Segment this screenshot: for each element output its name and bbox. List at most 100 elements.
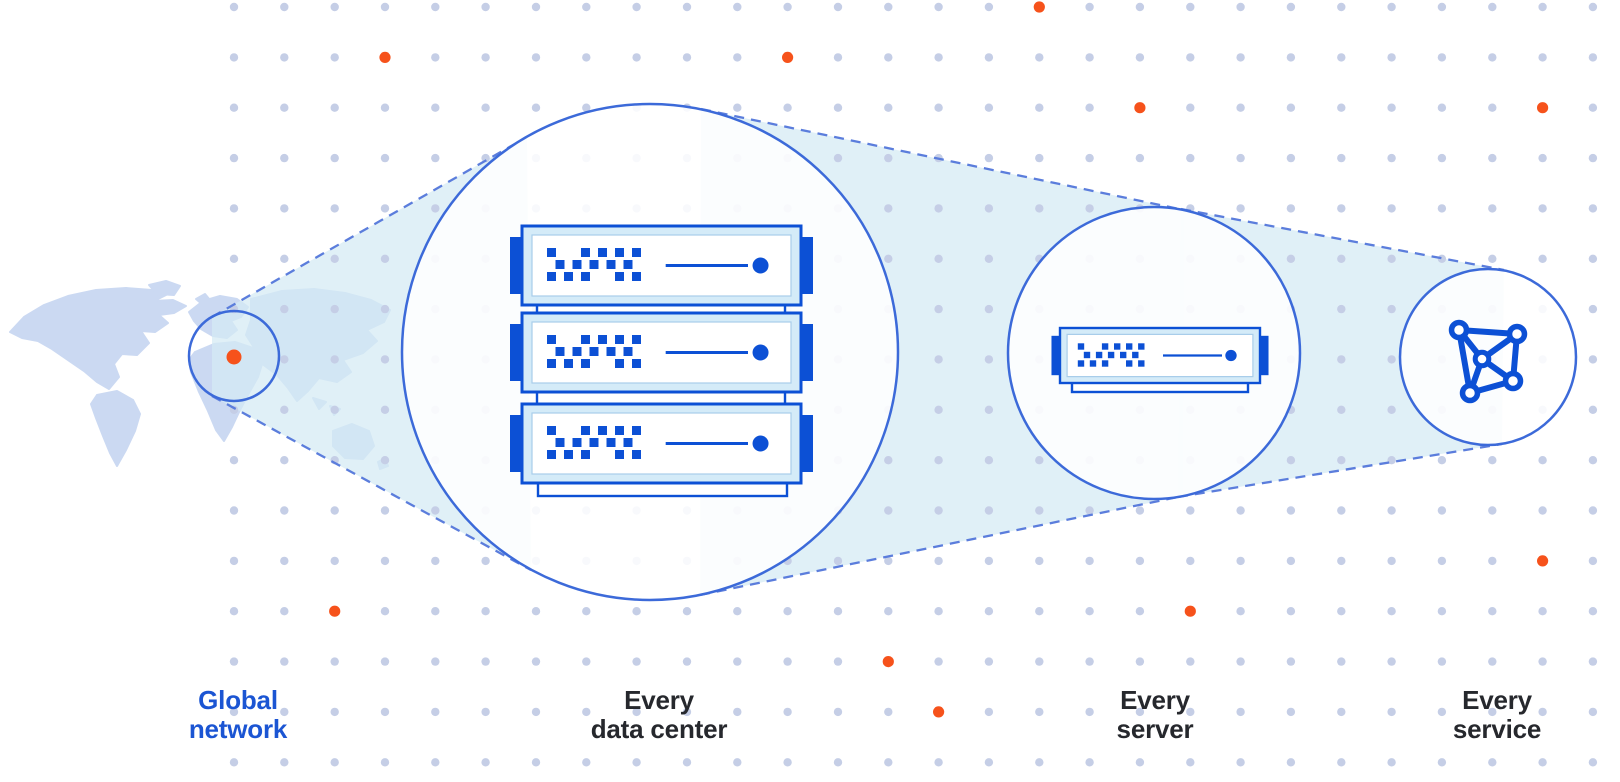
grid-dot — [1387, 657, 1396, 666]
vent-square — [1132, 351, 1139, 359]
grid-dot — [1186, 758, 1195, 767]
grid-dot-orange — [1033, 1, 1045, 13]
grid-dot — [833, 153, 843, 163]
grid-dot — [1387, 758, 1396, 767]
grid-dot — [431, 556, 440, 566]
continent-greenland — [148, 280, 181, 296]
grid-dot — [280, 556, 289, 566]
grid-dot — [1437, 707, 1447, 717]
grid-dot — [1085, 758, 1094, 767]
dash-upper-2 — [700, 107, 1185, 212]
grid-dot — [330, 53, 339, 62]
grid-dot — [1488, 153, 1497, 163]
grid-dot — [1387, 456, 1396, 465]
grid-dot — [682, 53, 692, 62]
grid-dot — [229, 707, 239, 717]
grid-dot — [1337, 103, 1346, 112]
grid-dot — [1337, 153, 1346, 163]
grid-dot — [934, 506, 943, 515]
grid-dot — [330, 657, 339, 666]
server-faceplate — [531, 321, 792, 384]
grid-dot — [884, 204, 893, 213]
grid-dot — [1538, 53, 1547, 62]
grid-dot — [380, 2, 390, 12]
vent-square — [572, 347, 582, 356]
grid-dot — [934, 607, 943, 616]
grid-dot — [1286, 2, 1296, 12]
grid-dot — [1035, 607, 1044, 616]
grid-dot — [380, 657, 390, 666]
grid-dot — [1085, 707, 1094, 717]
grid-dot — [1488, 556, 1497, 566]
grid-dot — [1286, 53, 1296, 62]
grid-dot — [984, 103, 994, 112]
grid-dot — [229, 103, 239, 112]
grid-dot — [1236, 53, 1245, 62]
grid-dot — [1538, 153, 1547, 163]
grid-dot — [884, 607, 893, 616]
server-left-tab — [1051, 335, 1063, 376]
grid-dot — [1387, 304, 1396, 314]
vent-square — [547, 272, 556, 281]
grid-dot — [1588, 254, 1598, 263]
grid-dot — [1588, 304, 1598, 314]
grid-dot — [884, 103, 893, 112]
grid-dot — [1186, 657, 1195, 666]
grid-dot — [431, 657, 440, 666]
grid-dot — [1085, 657, 1094, 666]
grid-dot — [229, 53, 239, 62]
grid-dot — [984, 707, 994, 717]
grid-dot — [1387, 556, 1396, 566]
grid-dot — [632, 758, 641, 767]
grid-dot — [632, 657, 641, 666]
grid-dot — [984, 254, 994, 263]
grid-dot — [1286, 153, 1296, 163]
grid-dot — [1286, 103, 1296, 112]
grid-dot — [330, 506, 339, 515]
grid-dot — [934, 204, 943, 213]
vent-square — [1114, 343, 1121, 350]
vent-square — [1107, 351, 1115, 359]
grid-dot — [481, 103, 490, 112]
grid-dot — [1236, 707, 1245, 717]
grid-dot — [934, 254, 943, 263]
continent-south-america — [90, 390, 141, 467]
grid-dot — [280, 254, 289, 263]
grid-dot — [1286, 456, 1296, 465]
grid-dot — [884, 53, 893, 62]
network-node-center — [1472, 349, 1492, 369]
grid-dot — [884, 707, 893, 717]
grid-dot — [984, 405, 994, 414]
grid-dot — [280, 355, 289, 364]
grid-dot — [1286, 556, 1296, 566]
vent-square — [615, 248, 624, 257]
vent-square — [1138, 343, 1145, 350]
grid-dot — [984, 153, 994, 163]
grid-dot — [1437, 657, 1447, 666]
grid-dot — [984, 53, 994, 62]
vent-square — [1120, 351, 1127, 359]
grid-dot — [1387, 204, 1396, 213]
grid-dot — [833, 2, 843, 12]
grid-dot — [1588, 53, 1598, 62]
grid-dot — [531, 2, 541, 12]
grid-dot — [1035, 153, 1044, 163]
grid-dot — [934, 657, 943, 666]
grid-dot-orange — [329, 605, 341, 617]
grid-dot — [1387, 355, 1396, 364]
grid-dot — [1186, 53, 1195, 62]
grid-dot — [380, 456, 390, 465]
grid-dot — [833, 758, 843, 767]
grid-dot — [229, 506, 239, 515]
grid-dot — [1286, 707, 1296, 717]
grid-dot — [1337, 456, 1346, 465]
grid-dot — [1035, 456, 1044, 465]
grid-dot — [229, 2, 239, 12]
grid-dot — [1135, 556, 1145, 566]
grid-dot — [1488, 456, 1497, 465]
grid-dot — [431, 204, 440, 213]
grid-dot — [1135, 758, 1145, 767]
vent-square — [555, 438, 565, 447]
vent-square — [1138, 360, 1145, 367]
grid-dot — [1437, 153, 1447, 163]
